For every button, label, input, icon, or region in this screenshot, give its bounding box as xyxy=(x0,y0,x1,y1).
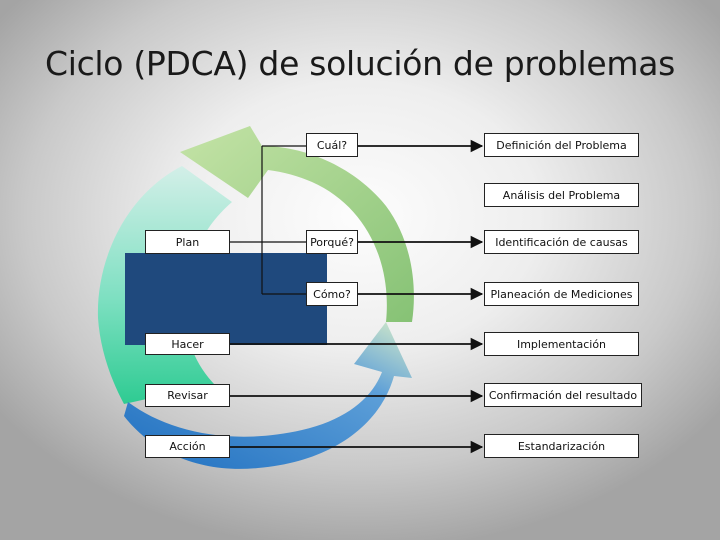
cycle-arrow-bottom xyxy=(124,322,412,469)
question-what: Cuál? xyxy=(306,133,358,157)
step-causes: Identificación de causas xyxy=(484,230,639,254)
phase-do: Hacer xyxy=(145,333,230,355)
step-measures: Planeación de Mediciones xyxy=(484,282,639,306)
phase-act: Acción xyxy=(145,435,230,458)
step-analysis: Análisis del Problema xyxy=(484,183,639,207)
cycle-arrow-top xyxy=(180,126,414,322)
plan-block xyxy=(125,253,327,345)
slide-title: Ciclo (PDCA) de solución de problemas xyxy=(44,44,676,83)
question-how: Cómo? xyxy=(306,282,358,306)
question-why: Porqué? xyxy=(306,230,358,254)
step-confirmation: Confirmación del resultado xyxy=(484,383,642,407)
phase-check: Revisar xyxy=(145,384,230,407)
phase-plan: Plan xyxy=(145,230,230,254)
step-standardization: Estandarización xyxy=(484,434,639,458)
step-implementation: Implementación xyxy=(484,332,639,356)
step-definition: Definición del Problema xyxy=(484,133,639,157)
